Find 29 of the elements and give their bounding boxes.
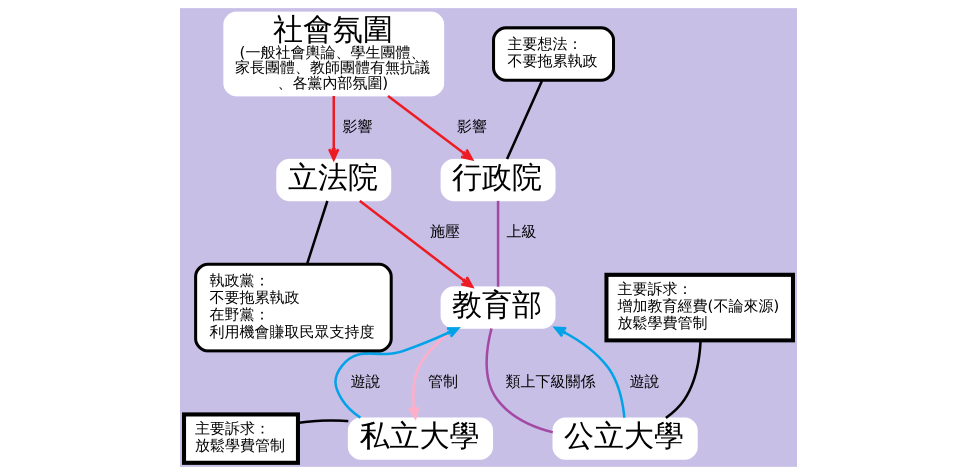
node-box: 執政黨： 不要拖累執政 在野黨： 利用機會賺取民眾支持度 [194, 262, 392, 352]
edge-label: 施壓 [430, 222, 460, 240]
connector [664, 340, 702, 419]
connector [305, 200, 328, 265]
arrow [553, 326, 626, 418]
edge-label: 遊說 [350, 372, 380, 391]
node-box: 私立大學 [347, 417, 493, 460]
connector [505, 80, 543, 160]
connector [297, 419, 348, 424]
node-box: 公立大學 [552, 417, 698, 460]
connector [496, 200, 499, 287]
edge-label: 遊說 [629, 372, 660, 391]
edge-label: 管制 [428, 372, 458, 391]
node-box: 社會氛圍 (一般社會輿論、學生團體、家長團體、教師團體有無抗議、各黨內部氛圍) [222, 12, 444, 96]
arrow [386, 94, 473, 161]
node-box: 立法院 [276, 158, 391, 202]
arrow [334, 327, 459, 419]
arrow [327, 96, 340, 161]
node-box: 主要訴求： 放鬆學費管制 [182, 412, 300, 465]
arrow [358, 200, 473, 288]
connector [484, 328, 553, 434]
edge-label: 上級 [506, 222, 536, 240]
edge-label: 影響 [456, 118, 487, 136]
node-box: 主要訴求： 增加教育經費(不論來源) 放鬆學費管制 [604, 272, 794, 342]
node-box: 教育部 [440, 286, 556, 329]
edge-label: 類上下級關係 [505, 372, 596, 391]
node-box: 行政院 [440, 158, 556, 202]
edge-label: 影響 [342, 118, 372, 136]
node-box: 主要想法： 不要拖累執政 [492, 26, 615, 82]
